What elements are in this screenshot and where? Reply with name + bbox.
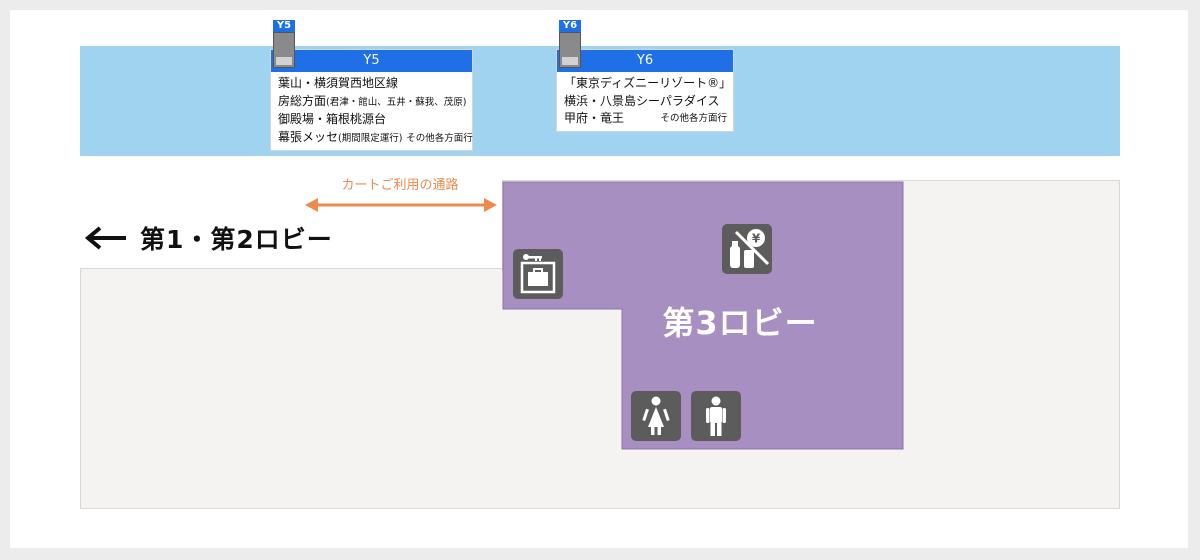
destination-line: 横浜・八景島シーパラダイス — [564, 93, 720, 108]
mens-restroom-icon[interactable] — [691, 391, 741, 441]
destination-line: 房総方面(君津・館山、五井・蘇我、茂原) — [278, 93, 467, 108]
destination-line: 「東京ディズニーリゾート®」 — [564, 76, 732, 90]
destination-line: 御殿場・箱根桃源台 — [278, 112, 387, 126]
destination-line: 葉山・横須賀西地区線 — [278, 76, 399, 90]
bus-stop-marker-y6: Y6 — [559, 20, 581, 72]
platform-sign-y6: Y6 「東京ディズニーリゾート®」 横浜・八景島シーパラダイス 甲府・竜王その他… — [557, 50, 733, 131]
bus-stop-marker-y5: Y5 — [273, 20, 295, 72]
cart-path-label: カートご利用の通路 — [341, 178, 459, 193]
double-arrow-icon — [305, 198, 497, 212]
coin-locker-icon[interactable] — [513, 249, 563, 299]
womens-restroom-icon[interactable] — [631, 391, 681, 441]
lobby12-label: 第1・第2ロビー — [140, 225, 333, 254]
lobby3-label: 第3ロビー — [662, 304, 818, 342]
platform-sign-y5: Y5 葉山・横須賀西地区線 房総方面(君津・館山、五井・蘇我、茂原) 御殿場・箱… — [271, 50, 473, 150]
terminal-floor-upper — [502, 180, 1120, 272]
destination-line: 幕張メッセ(期間限定運行) その他各方面行 — [278, 129, 473, 144]
destination-line: 甲府・竜王その他各方面行 — [564, 111, 727, 125]
arrow-left-icon — [84, 226, 126, 250]
lobby12-direction[interactable]: 第1・第2ロビー — [84, 222, 333, 254]
platform-sign-bar: Y6 — [557, 50, 733, 72]
vending-machine-icon[interactable]: ¥ — [722, 224, 772, 274]
platform-sign-bar: Y5 — [271, 50, 472, 72]
svg-text:¥: ¥ — [752, 232, 761, 246]
terminal-floor — [80, 268, 1120, 509]
